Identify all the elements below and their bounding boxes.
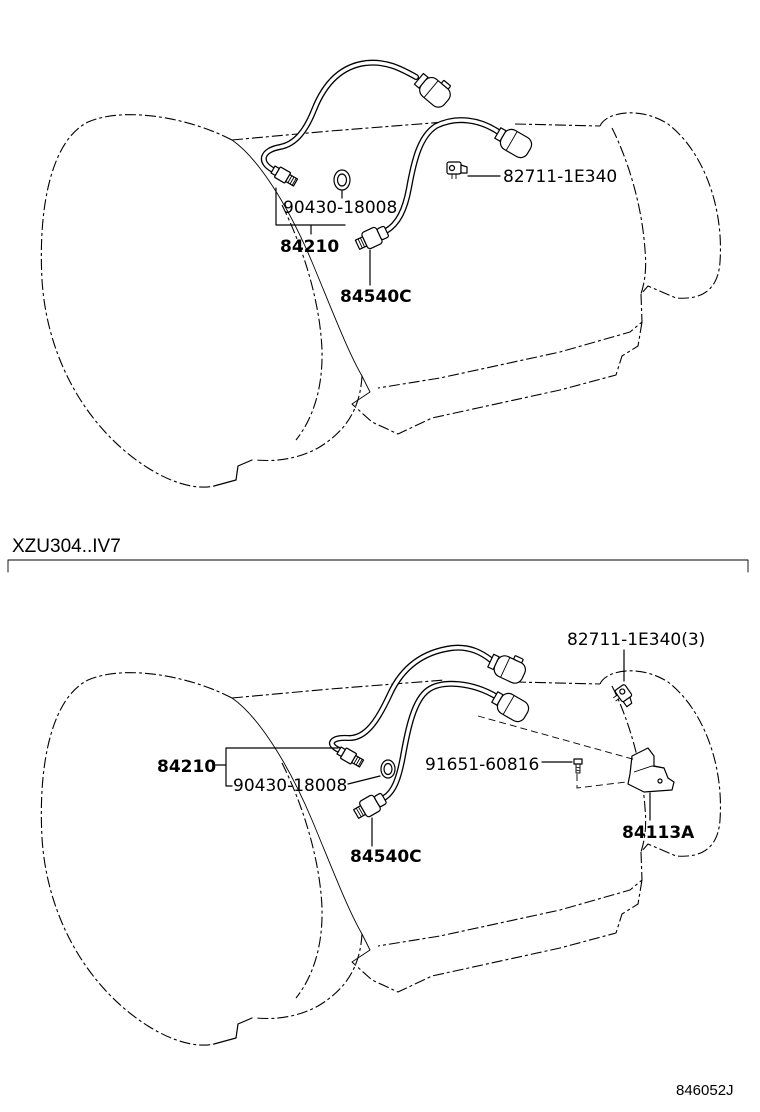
connector-body <box>499 128 533 159</box>
label-gasket-part-bottom[interactable]: 90430-18008 <box>233 776 347 796</box>
speed-sensor-bottom <box>353 792 387 819</box>
variant-bracket-line <box>7 559 749 573</box>
bolt-thread <box>575 766 581 772</box>
thread-lines <box>357 237 366 249</box>
clamp-tab <box>622 696 633 708</box>
wire-inner <box>382 682 499 800</box>
thread-lines <box>355 806 364 818</box>
gasket-inner-ring <box>336 173 348 187</box>
connector-seam <box>500 657 511 678</box>
connector-seam <box>423 80 439 98</box>
sensor-connector-top <box>494 127 533 159</box>
label-bolt-part[interactable]: 91651-60816 <box>425 755 539 775</box>
label-sensor-part-bottom[interactable]: 84540C <box>350 847 422 867</box>
bracket-plate <box>627 747 675 793</box>
harness-bracket <box>627 747 675 793</box>
wire-outer <box>381 680 500 801</box>
sensor-harness-wire-top <box>383 117 503 234</box>
label-connector-part-top[interactable]: 82711-1E340 <box>503 167 617 187</box>
clamp-pin <box>613 694 620 702</box>
speed-sensor-top <box>354 225 389 250</box>
clamp-pin <box>451 174 457 179</box>
label-switch-part-bottom[interactable]: 84210 <box>157 757 216 777</box>
wire-clamp-top <box>446 161 468 179</box>
variant-header: XZU304..IV7 <box>12 536 121 557</box>
connector-body <box>496 692 530 723</box>
gasket-bottom <box>380 759 396 779</box>
switch-harness-wire-bottom <box>328 644 494 753</box>
connector-seam <box>505 131 518 151</box>
wire-inner <box>330 645 493 752</box>
bolt-shaft <box>575 763 581 774</box>
back-up-lamp-switch-top <box>270 165 299 187</box>
connector-latch <box>441 80 451 90</box>
bolt-head <box>573 758 583 765</box>
clamp-hole <box>448 164 456 172</box>
gasket-inner-ring <box>383 762 393 776</box>
back-up-lamp-switch-bottom <box>336 746 365 768</box>
bracket-fold-line <box>633 765 665 773</box>
leader-gasket-bottom <box>347 775 381 785</box>
bracket-hole <box>657 778 663 784</box>
switch-connector-top <box>413 72 451 108</box>
sensor-harness-wire-bottom <box>381 680 500 801</box>
wire-inner <box>384 118 502 233</box>
label-switch-part-top[interactable]: 84210 <box>280 237 339 257</box>
leader-switch-bracket-bottom <box>215 747 339 787</box>
thread-lines <box>287 175 297 186</box>
switch-harness-wire-top <box>260 59 419 173</box>
connector-seam <box>502 695 515 715</box>
clamp-hole <box>619 688 626 695</box>
switch-thread <box>285 173 299 187</box>
wire-outer <box>260 59 419 173</box>
thread-lines <box>353 756 363 767</box>
wire-clamp-bottom <box>613 684 633 708</box>
sensor-cap <box>374 792 387 808</box>
label-gasket-part-top[interactable]: 90430-18008 <box>283 198 397 218</box>
label-connector-part-bottom[interactable]: 82711-1E340(3) <box>567 630 705 650</box>
illustration-code: 846052J <box>676 1082 734 1099</box>
bracket-mounting-line <box>477 715 637 761</box>
bolt-mounting-line <box>576 774 627 789</box>
sensor-connector-bottom <box>491 691 530 723</box>
leader-switch-bracket-top <box>275 187 346 235</box>
label-bracket-part[interactable]: 84113A <box>622 823 695 843</box>
sensor-cap <box>376 225 389 240</box>
label-sensor-part-top[interactable]: 84540C <box>340 287 412 307</box>
switch-connector-bottom <box>487 653 526 684</box>
wire-inner <box>262 60 418 172</box>
gasket-top <box>333 169 351 191</box>
connector-latch <box>513 655 524 664</box>
bracket-bolt <box>573 758 583 774</box>
clamp-tab <box>460 164 468 174</box>
switch-thread <box>351 754 365 768</box>
